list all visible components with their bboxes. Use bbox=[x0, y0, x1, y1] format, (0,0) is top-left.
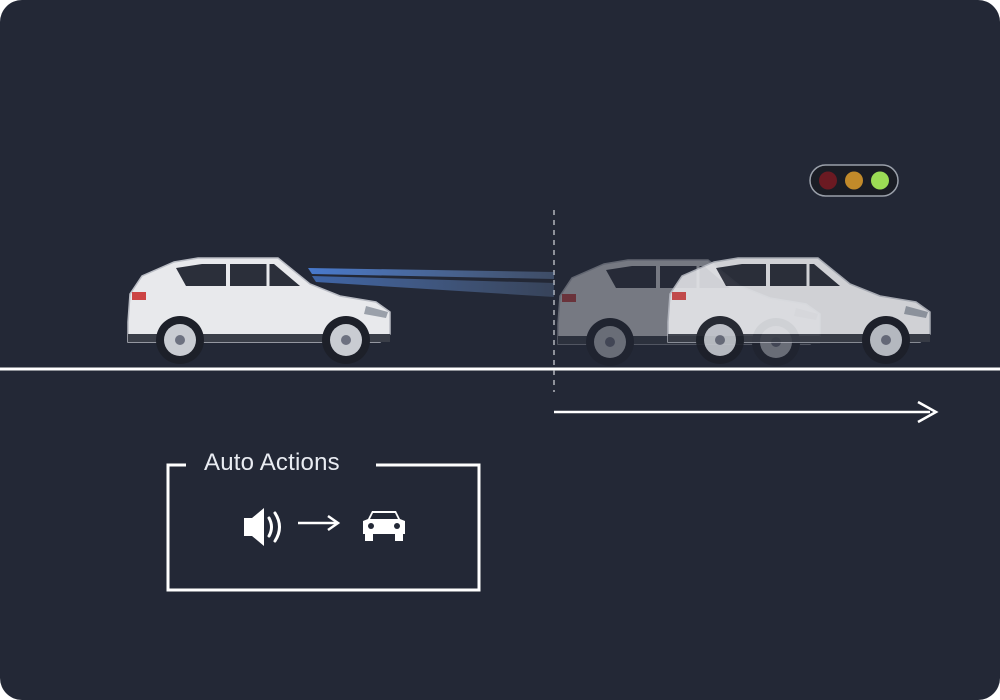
traffic-light-red bbox=[819, 171, 837, 190]
arrow-right-icon bbox=[298, 514, 341, 532]
sensor-beam bbox=[308, 268, 554, 297]
traffic-light-amber bbox=[845, 171, 863, 190]
traffic-light-green bbox=[871, 171, 889, 190]
speaker-icon bbox=[244, 508, 281, 546]
traffic-light-icon bbox=[809, 164, 899, 197]
movement-arrow bbox=[554, 400, 939, 424]
auto-actions-box bbox=[166, 463, 481, 592]
car-icon bbox=[363, 511, 405, 541]
auto-actions-title: Auto Actions bbox=[196, 449, 348, 477]
